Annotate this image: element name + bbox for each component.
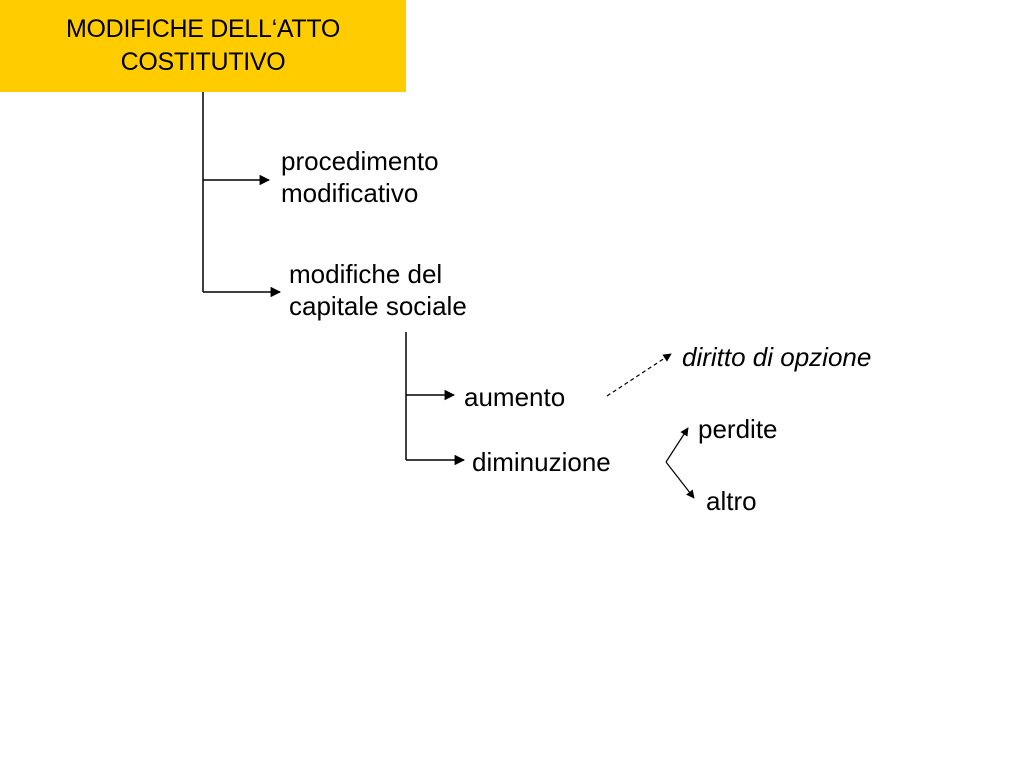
node-aumento: aumento: [464, 382, 566, 412]
title-line-1: MODIFICHE DELL‘ATTO: [66, 15, 340, 43]
dashed-arrow-to-opzione: [606, 353, 672, 397]
node-diritto-di-opzione: diritto di opzione: [682, 342, 872, 372]
node-procedimento-line-1: procedimento: [281, 146, 439, 176]
node-diminuzione: diminuzione: [472, 447, 611, 477]
node-altro: altro: [706, 486, 757, 516]
title-line-2: COSTITUTIVO: [120, 48, 286, 76]
node-capitale-line-2: capitale sociale: [289, 291, 467, 321]
node-modifiche-capitale-sociale: modifiche del capitale sociale: [289, 258, 467, 322]
node-capitale-line-1: modifiche del: [289, 259, 443, 289]
title-box: MODIFICHE DELL‘ATTO COSTITUTIVO: [0, 0, 406, 92]
node-procedimento-modificativo: procedimento modificativo: [281, 145, 439, 209]
node-perdite: perdite: [698, 414, 778, 444]
arrow-to-perdite: [665, 427, 689, 463]
node-procedimento-line-2: modificativo: [281, 178, 419, 208]
arrow-to-altro: [665, 461, 695, 499]
